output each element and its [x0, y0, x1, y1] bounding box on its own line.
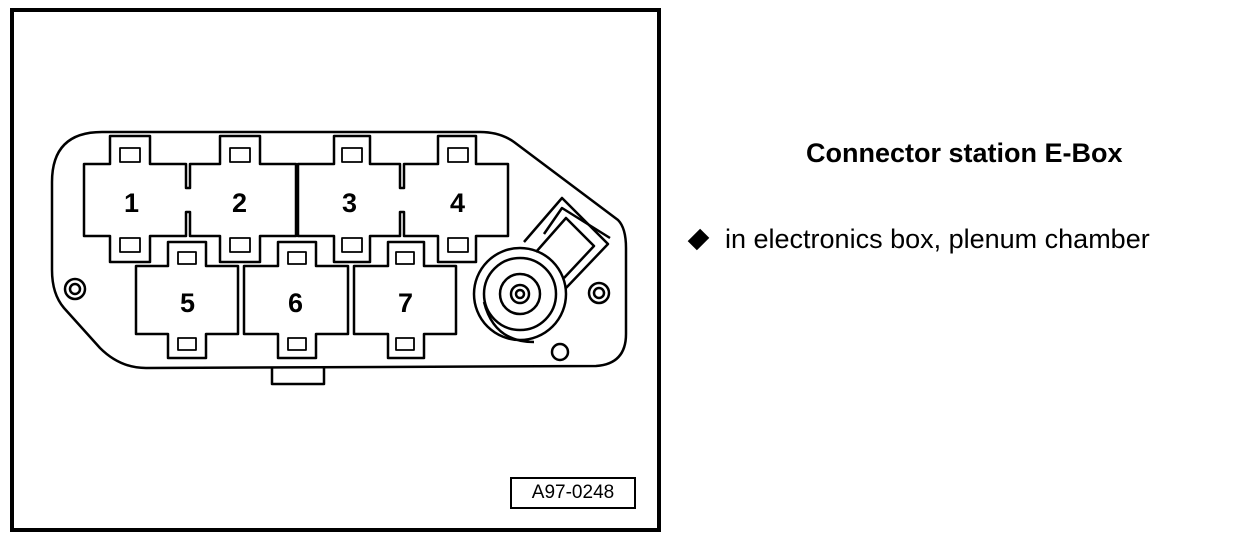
- connector-label-5: 5: [180, 288, 195, 318]
- housing-outline: [50, 130, 628, 370]
- connector-block-1-2: [82, 134, 298, 264]
- connector-station-diagram: 1 2 3 4 5 6 7: [50, 130, 628, 386]
- bottom-latch: [270, 368, 326, 386]
- mounting-hole-left: [63, 277, 87, 301]
- connector-block-3-4: [296, 134, 510, 264]
- connector-label-7: 7: [398, 288, 413, 318]
- caption-title: Connector station E-Box: [806, 138, 1123, 168]
- caption-bullet-text: in electronics box, plenum chamber: [725, 224, 1150, 254]
- connector-block-7: [352, 240, 458, 360]
- round-port: [472, 246, 568, 342]
- figure-id: A97-0248: [510, 477, 636, 509]
- mounting-hole-right: [587, 281, 611, 305]
- diamond-bullet-icon: [687, 228, 710, 251]
- connector-label-1: 1: [124, 188, 139, 218]
- connector-label-6: 6: [288, 288, 303, 318]
- figure-frame: 1 2 3 4 5 6 7 A97-0248: [10, 8, 661, 532]
- connector-label-3: 3: [342, 188, 357, 218]
- small-hole: [550, 342, 570, 362]
- connector-label-4: 4: [450, 188, 465, 218]
- connector-block-5: [134, 240, 240, 360]
- connector-label-2: 2: [232, 188, 247, 218]
- connector-block-6: [242, 240, 350, 360]
- caption-bullet-item: in electronics box, plenum chamber: [687, 224, 1150, 255]
